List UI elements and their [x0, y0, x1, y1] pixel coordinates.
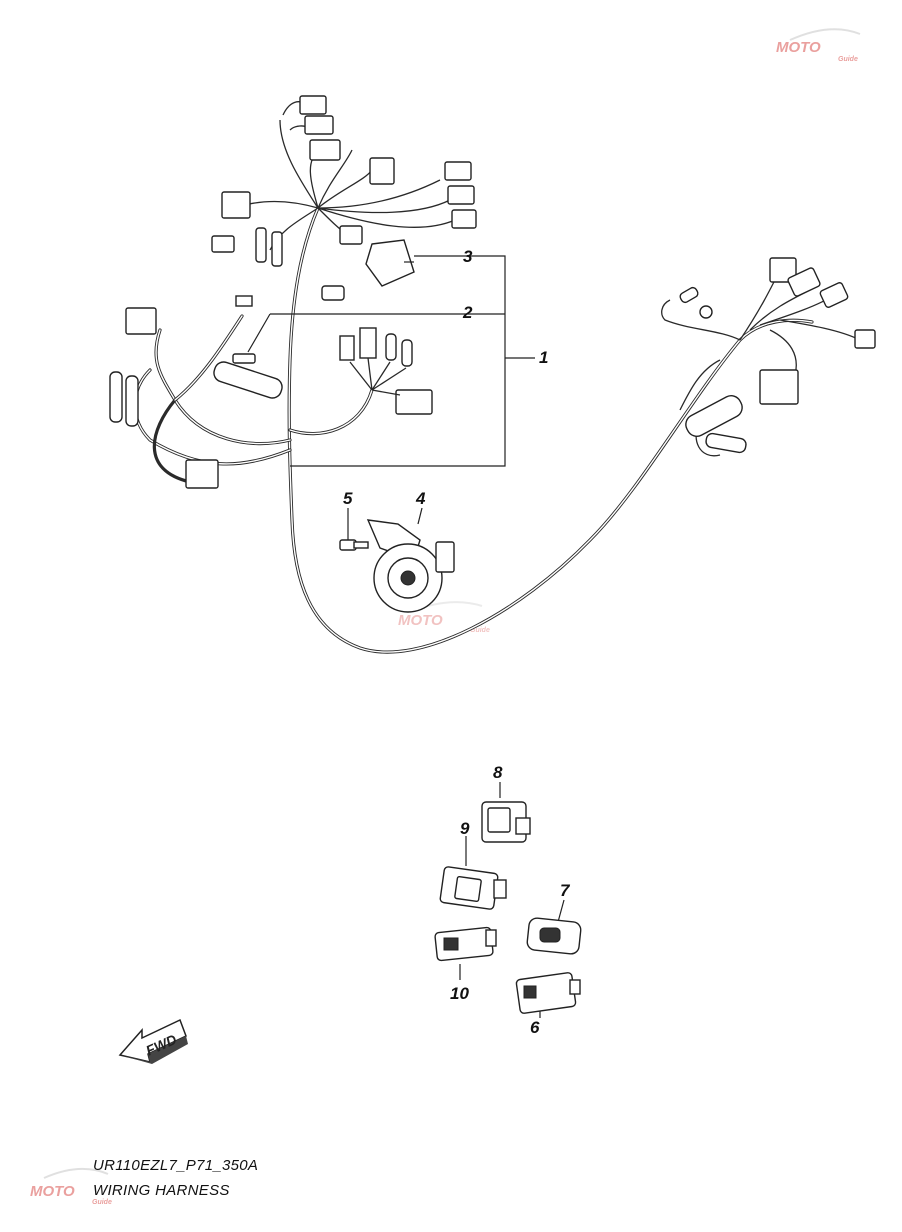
callout-2: 2 [462, 303, 473, 322]
horn-part [366, 519, 455, 613]
watermark-sub-2: Guide [470, 627, 490, 634]
callout-8: 8 [493, 763, 503, 782]
switch-8 [481, 801, 531, 843]
cover-part [365, 239, 415, 287]
callout-4: 4 [415, 489, 426, 508]
callout-7: 7 [560, 881, 571, 900]
switch-6 [515, 972, 581, 1014]
fwd-arrow: FWD [118, 1018, 188, 1064]
watermark-brand: MOTO [776, 39, 821, 56]
callout-leader-lines [247, 255, 565, 1018]
switch-7 [526, 917, 582, 955]
watermark-brand-3: MOTO [30, 1183, 75, 1200]
switch-parts [434, 801, 582, 1014]
watermark-logo-top: MOTO Guide [776, 28, 861, 63]
callout-9: 9 [460, 819, 470, 838]
switch-9 [439, 866, 507, 910]
switch-10 [434, 926, 497, 962]
diagram-title: WIRING HARNESS [93, 1182, 230, 1199]
diagram-code: UR110EZL7_P71_350A [93, 1157, 259, 1174]
watermark-sub: Guide [838, 56, 858, 63]
callout-6: 6 [530, 1018, 540, 1037]
callout-3: 3 [463, 247, 473, 266]
harness-connectors [109, 95, 876, 489]
bolt-part [339, 539, 369, 551]
callout-1: 1 [539, 348, 548, 367]
watermark-logo-bottom: MOTO Guide [30, 1167, 112, 1206]
callout-5: 5 [343, 489, 353, 508]
wiring-harness [133, 101, 861, 654]
watermark-brand-2: MOTO [398, 612, 443, 629]
callout-10: 10 [450, 984, 469, 1003]
watermark-sub-3: Guide [92, 1199, 112, 1206]
